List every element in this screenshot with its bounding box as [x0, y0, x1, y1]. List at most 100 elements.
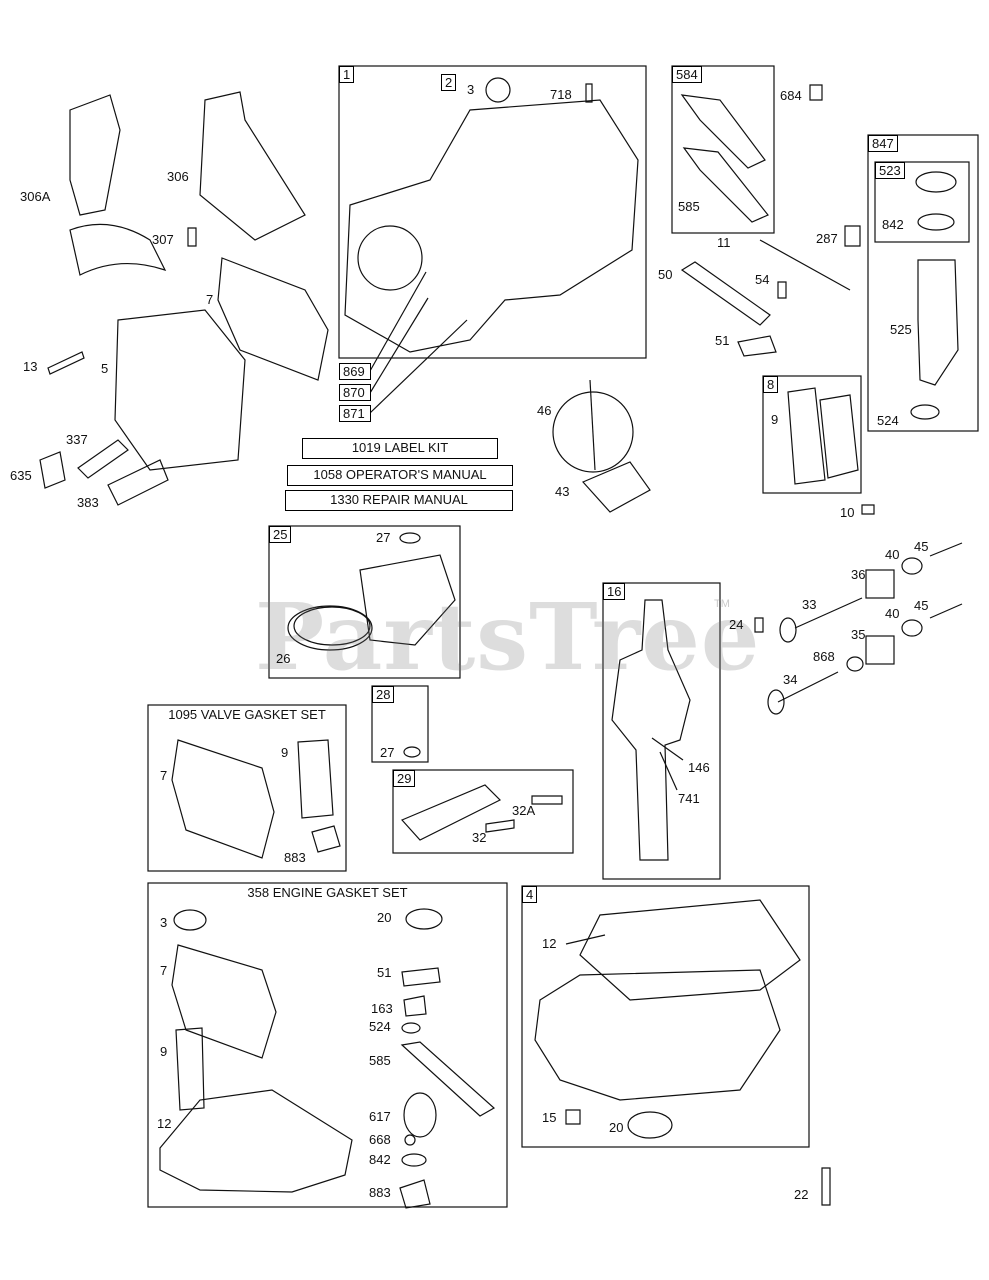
callout-684: 684 [780, 88, 802, 103]
leader-869 [369, 271, 427, 372]
callout-635: 635 [10, 468, 32, 483]
panel-29-frame [392, 769, 574, 854]
box-number-870: 870 [339, 384, 371, 401]
callout-40-upper: 40 [885, 547, 900, 562]
plug-287-drawing [844, 225, 861, 247]
tube-525-drawing [917, 259, 959, 386]
panel-1095-frame [147, 704, 347, 872]
callout-617-engine-set: 617 [369, 1109, 391, 1124]
head-gasket-drawing [217, 257, 329, 381]
tappet-45a-drawing [929, 542, 963, 557]
callout-32: 32 [472, 830, 487, 845]
panel-584-frame [671, 65, 775, 234]
callout-7: 7 [206, 292, 214, 307]
callout-287: 287 [816, 231, 838, 246]
callout-668-engine-set: 668 [369, 1132, 391, 1147]
shield-lower-drawing [69, 223, 167, 276]
callout-24: 24 [729, 617, 744, 632]
oring-524-drawing [910, 404, 940, 420]
seal-c20-drawing [627, 1111, 673, 1139]
e-head-gasket-drawing [171, 944, 277, 1059]
box-number-28: 28 [372, 686, 395, 703]
gasket-9-drawing [787, 387, 826, 485]
callout-741: 741 [678, 791, 700, 806]
box-number-29: 29 [393, 770, 416, 787]
operators-manual: 1058 OPERATOR'S MANUAL [287, 465, 513, 486]
box-number-2: 2 [441, 74, 457, 91]
clip-27-drawing [399, 532, 421, 544]
callout-33: 33 [802, 597, 817, 612]
callout-32a: 32A [512, 803, 536, 818]
callout-54: 54 [755, 272, 770, 287]
callout-883-valve-set: 883 [284, 850, 306, 865]
spring-35-drawing [865, 635, 895, 665]
callout-337: 337 [66, 432, 88, 447]
rings-26-b-drawing [293, 606, 371, 646]
retainer-40b-drawing [901, 619, 923, 637]
valve-33-drawing [794, 597, 863, 629]
callout-13: 13 [23, 359, 38, 374]
e-part-668-drawing [404, 1134, 416, 1146]
callout-7-engine-set: 7 [160, 963, 168, 978]
retainer-40a-drawing [901, 557, 923, 575]
panel-523-frame [874, 161, 970, 243]
engine-gasket-set-title: 358 ENGINE GASKET SET [247, 885, 408, 900]
callout-163-engine-set: 163 [371, 1001, 393, 1016]
panel-16-frame [602, 582, 721, 880]
callout-20-sump: 20 [609, 1120, 624, 1135]
callout-15: 15 [542, 1110, 557, 1125]
callout-383: 383 [77, 495, 99, 510]
screw-684-drawing [809, 84, 823, 101]
watermark: PartsTree [255, 583, 761, 691]
callout-5: 5 [101, 361, 109, 376]
callout-27-piston: 27 [376, 530, 391, 545]
callout-35: 35 [851, 627, 866, 642]
e-oring-524-drawing [401, 1022, 421, 1034]
box-number-16: 16 [603, 583, 626, 600]
callout-36: 36 [851, 567, 866, 582]
governor-43-drawing [581, 461, 651, 513]
pin-718-drawing [585, 83, 593, 103]
bolt-22-drawing [821, 1167, 831, 1206]
callout-11: 11 [717, 235, 731, 250]
callout-525: 525 [890, 322, 912, 337]
callout-43: 43 [555, 484, 570, 499]
shield-306-drawing [199, 91, 306, 241]
panel-358-frame [147, 882, 508, 1208]
callout-9-engine-set: 9 [160, 1044, 168, 1059]
panel-25-frame [268, 525, 461, 679]
valve-gasket-set-title: 1095 VALVE GASKET SET [168, 707, 326, 722]
e-gasket-585-drawing [400, 1041, 496, 1117]
callout-868: 868 [813, 649, 835, 664]
bolt-13-drawing [47, 351, 85, 375]
callout-20-engine-set: 20 [377, 910, 392, 925]
panel-28-frame [371, 685, 429, 763]
tube-50-drawing [680, 261, 771, 326]
panel-847-frame [867, 134, 979, 432]
callout-585: 585 [678, 199, 700, 214]
valve-34-head-drawing [767, 689, 785, 715]
label-kit: 1019 LABEL KIT [302, 438, 498, 459]
part-383-drawing [107, 459, 169, 506]
e-gasket-163-drawing [403, 995, 427, 1017]
leader-c12 [565, 934, 606, 945]
callout-40-lower: 40 [885, 606, 900, 621]
v-gasket-9-drawing [297, 739, 334, 819]
screw-307-drawing [187, 227, 197, 247]
box-number-847: 847 [868, 135, 898, 152]
box-number-869: 869 [339, 363, 371, 380]
callout-45-upper: 45 [914, 539, 929, 554]
callout-524-engine-set: 524 [369, 1019, 391, 1034]
callout-3: 3 [467, 82, 475, 97]
callout-51: 51 [715, 333, 730, 348]
callout-306: 306 [167, 169, 189, 184]
callout-883-engine-set: 883 [369, 1185, 391, 1200]
callout-50: 50 [658, 267, 673, 282]
bracket-306a-drawing [69, 94, 121, 216]
e-oring-617-drawing [403, 1092, 437, 1138]
cover-8-drawing [819, 394, 859, 479]
leader-871 [369, 319, 468, 414]
leader-741 [659, 751, 678, 791]
